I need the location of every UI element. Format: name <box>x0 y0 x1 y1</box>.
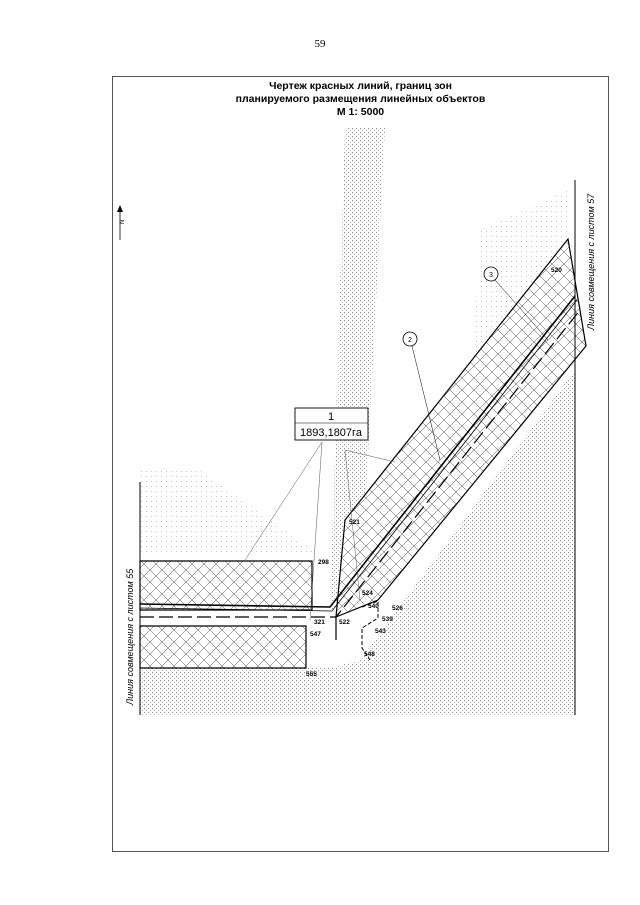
zone-left-lower <box>139 625 307 669</box>
point-539: 539 <box>382 616 393 623</box>
callout-3: 3 <box>483 266 549 341</box>
point-321: 321 <box>314 619 325 626</box>
point-522: 522 <box>339 619 350 626</box>
zone-diagonal <box>335 237 587 618</box>
title-line-1: Чертеж красных линий, границ зон <box>269 80 452 92</box>
page-number: 59 <box>314 38 326 50</box>
callout-2: 2 <box>402 331 441 461</box>
match-line-left-label: Линия совмещения с листом 55 <box>125 568 135 706</box>
match-line-right-label: Линия совмещения с листом 57 <box>586 193 596 331</box>
title-line-2: планируемого размещения линейных объекто… <box>235 93 486 105</box>
callout-3-label: 3 <box>489 272 493 279</box>
zone-left-upper <box>139 560 313 611</box>
point-540: 540 <box>368 603 379 610</box>
zone-number: 1 <box>328 411 334 423</box>
parcel-outline <box>361 600 379 661</box>
drawing-frame <box>112 76 609 852</box>
point-548: 548 <box>364 651 375 658</box>
point-543: 543 <box>375 628 386 635</box>
point-521: 521 <box>349 519 360 526</box>
north-arrow-label: N <box>120 220 126 224</box>
point-524: 524 <box>362 590 373 597</box>
hatched-zones <box>139 237 587 669</box>
zone-label: 1 1893,1807га <box>244 407 396 621</box>
point-547: 547 <box>310 631 321 638</box>
drawing-title: Чертеж красных линий, границ зон планиру… <box>112 80 609 119</box>
point-520: 520 <box>551 267 562 274</box>
point-555: 555 <box>306 671 317 678</box>
point-labels: 520 521 298 321 522 524 526 540 539 543 … <box>306 267 562 678</box>
road-lines <box>139 295 581 640</box>
callout-2-label: 2 <box>408 337 412 344</box>
zone-area: 1893,1807га <box>300 427 363 439</box>
title-scale: М 1: 5000 <box>336 106 385 118</box>
north-arrow-icon: N <box>117 205 126 240</box>
point-298: 298 <box>318 559 329 566</box>
point-526: 526 <box>392 605 403 612</box>
